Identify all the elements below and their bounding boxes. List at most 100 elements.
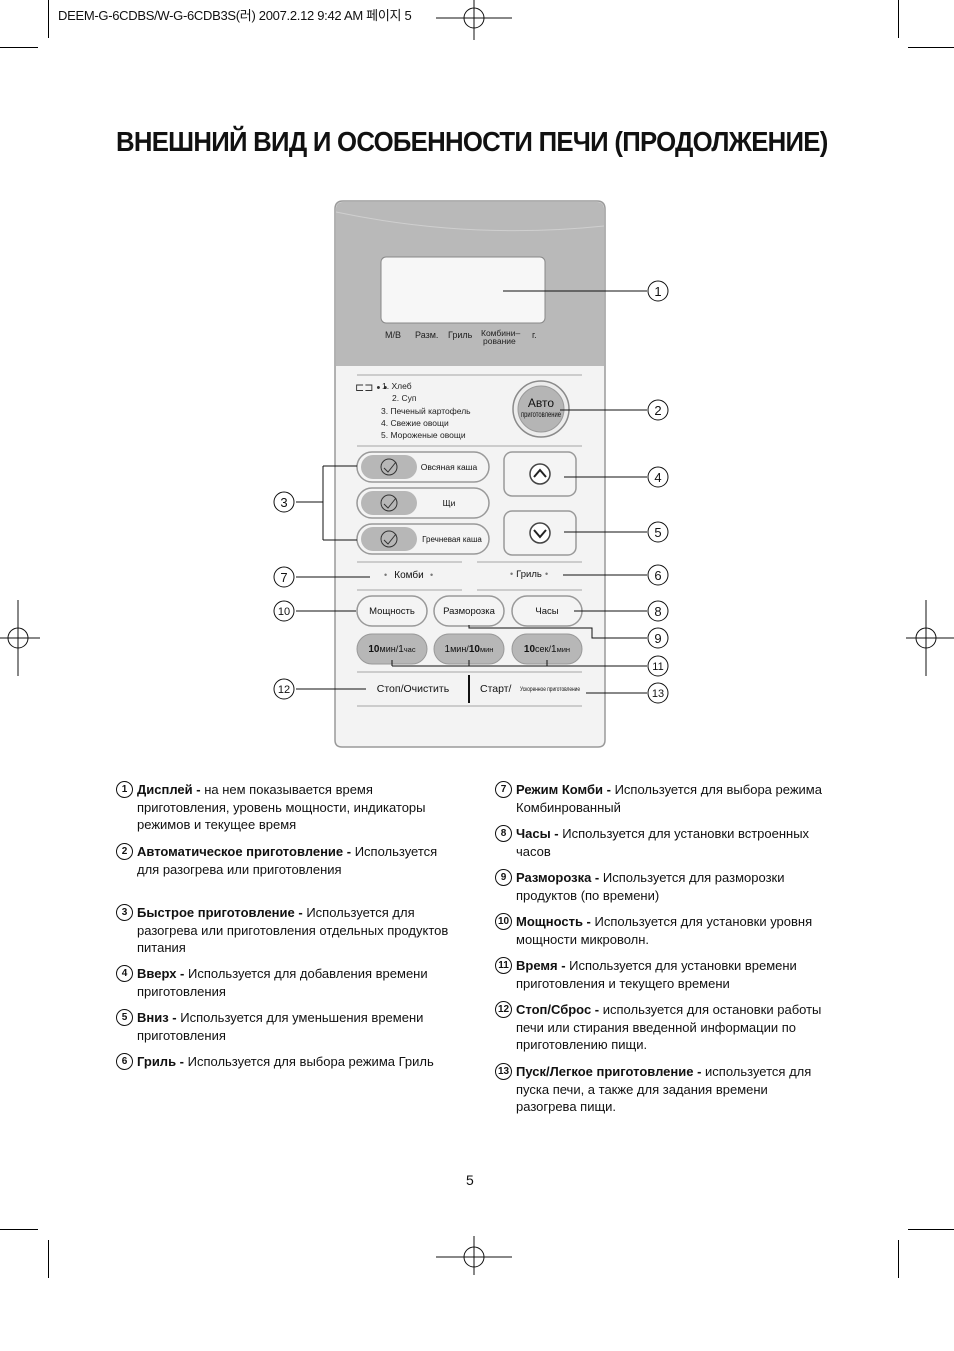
callout-9: 9 <box>647 627 669 649</box>
auto-list-item: 4. Свежие овощи <box>381 418 449 428</box>
indicator-mw: M/B <box>385 330 401 340</box>
time-unit: час <box>404 645 416 654</box>
time-button-1min-10min[interactable]: 1мин/10мин <box>433 633 505 665</box>
description-number: 3 <box>116 904 133 921</box>
description-item: 12 Стоп/Сброс - используется для останов… <box>495 1001 830 1054</box>
description-text: используется для пуска печи, а также для… <box>516 1064 812 1114</box>
svg-text:4: 4 <box>654 470 661 485</box>
time-button-10sec-1min[interactable]: 10сек/1мин <box>511 633 583 665</box>
description-term: Дисплей - <box>137 782 201 797</box>
time-sep: / <box>466 644 469 654</box>
page-title: ВНЕШНИЙ ВИД И ОСОБЕННОСТИ ПЕЧИ (ПРОДОЛЖЕ… <box>116 126 828 157</box>
description-text: Используется для разогрева или приготовл… <box>137 905 449 955</box>
description-number: 2 <box>116 843 133 860</box>
combi-button[interactable]: • Комби • <box>384 569 433 581</box>
description-number: 5 <box>116 1009 133 1026</box>
description-text: Используется для разморозки продуктов (п… <box>516 870 785 903</box>
time-value: 10 <box>524 644 536 655</box>
description-item: 10 Мощность - Используется для установки… <box>495 913 830 948</box>
svg-text:10мин/1час: 10мин/1час <box>368 644 415 655</box>
description-text: Используется для разогрева или приготовл… <box>137 844 438 877</box>
down-button[interactable] <box>503 510 577 556</box>
time-sep: / <box>396 644 399 654</box>
quick-cook-label: Щи <box>443 498 456 508</box>
time-button-10min-1h[interactable]: 10мин/1час <box>356 633 428 665</box>
crop-mark <box>908 47 954 48</box>
description-number: 4 <box>116 965 133 982</box>
description-term: Пуск/Легкое приготовление - <box>516 1064 702 1079</box>
grill-button[interactable]: • Гриль • <box>510 569 548 580</box>
callout-12: 12 <box>273 678 295 700</box>
start-button[interactable]: Старт/ Ускоренное приготовление <box>480 683 581 695</box>
power-button[interactable]: Мощность <box>356 595 428 627</box>
svg-text:12: 12 <box>278 684 290 696</box>
stop-clear-button[interactable]: Стоп/Очистить <box>377 683 450 695</box>
time-value: 1 <box>551 644 557 655</box>
description-number: 11 <box>495 957 512 974</box>
description-term: Режим Комби - <box>516 782 611 797</box>
quick-cook-button-oatmeal[interactable]: Овсяная каша <box>356 451 490 483</box>
time-value: 10 <box>368 644 380 655</box>
description-term: Быстрое приготовление - <box>137 905 303 920</box>
svg-text:13: 13 <box>652 688 664 700</box>
callout-7: 7 <box>273 566 295 588</box>
crop-mark <box>48 1240 49 1278</box>
chevron-up-icon <box>529 463 551 485</box>
chevron-down-icon <box>529 522 551 544</box>
description-text: Используется для добавления времени приг… <box>137 966 428 999</box>
auto-cook-label: Авто <box>528 396 554 410</box>
combi-label: Комби <box>394 569 423 581</box>
indicator-combi: Комбини– <box>481 328 520 338</box>
svg-text:9: 9 <box>654 631 661 646</box>
description-term: Вверх - <box>137 966 185 981</box>
quick-cook-button-buckwheat[interactable]: Гречневая каша <box>356 523 490 555</box>
display-screen <box>380 256 546 324</box>
auto-cook-icon: ⊏⊐ • • <box>355 382 387 394</box>
description-term: Мощность - <box>516 914 591 929</box>
description-number: 1 <box>116 781 133 798</box>
callout-8: 8 <box>647 600 669 622</box>
description-item: 8 Часы - Используется для установки встр… <box>495 825 830 860</box>
svg-text:•: • <box>545 569 548 579</box>
quick-cook-button-shchi[interactable]: Щи <box>356 487 490 519</box>
callout-6: 6 <box>647 564 669 586</box>
description-number: 6 <box>116 1053 133 1070</box>
auto-cook-label-2: приготовление <box>521 410 561 419</box>
time-value: 1 <box>398 644 404 655</box>
description-text: Используется для установки времени приго… <box>516 958 797 991</box>
description-text: используется для остановки работы печи и… <box>516 1002 822 1052</box>
description-item: 7 Режим Комби - Используется для выбора … <box>495 781 830 816</box>
start-label: Старт/ <box>480 683 512 695</box>
svg-text:10сек/1мин: 10сек/1мин <box>524 644 570 655</box>
svg-text:5: 5 <box>654 525 661 540</box>
indicator-gram: г. <box>532 330 537 340</box>
auto-cook-button[interactable]: Авто приготовление <box>512 380 570 438</box>
svg-text:7: 7 <box>280 570 287 585</box>
up-button[interactable] <box>503 451 577 497</box>
callout-13: 13 <box>647 682 669 704</box>
description-number: 8 <box>495 825 512 842</box>
indicator-grill: Гриль <box>448 330 473 340</box>
time-sep: / <box>549 644 552 654</box>
svg-text:•: • <box>430 570 433 580</box>
description-term: Время - <box>516 958 566 973</box>
print-header: DEEM-G-6CDBS/W-G-6CDB3S(러) 2007.2.12 9:4… <box>58 8 412 23</box>
time-unit: мин <box>480 645 494 654</box>
defrost-button[interactable]: Разморозка <box>433 595 505 627</box>
description-item: 5 Вниз - Используется для уменьшения вре… <box>116 1009 461 1044</box>
callout-2: 2 <box>647 399 669 421</box>
description-text: Используется для установки уровня мощнос… <box>516 914 813 947</box>
clock-button[interactable]: Часы <box>511 595 583 627</box>
pot-icon <box>380 530 398 548</box>
callout-1: 1 <box>647 280 669 302</box>
grill-label: Гриль <box>516 569 542 580</box>
description-item: 3 Быстрое приготовление - Используется д… <box>116 904 461 957</box>
svg-text:3: 3 <box>280 495 287 510</box>
time-unit: мин <box>380 644 396 654</box>
svg-text:•: • <box>384 570 387 580</box>
description-item: 6 Гриль - Используется для выбора режима… <box>116 1053 461 1071</box>
description-term: Гриль - <box>137 1054 184 1069</box>
auto-list-item: 5. Мороженые овощи <box>381 430 466 440</box>
crop-mark <box>898 1240 899 1278</box>
quick-cook-label: Овсяная каша <box>421 462 478 472</box>
